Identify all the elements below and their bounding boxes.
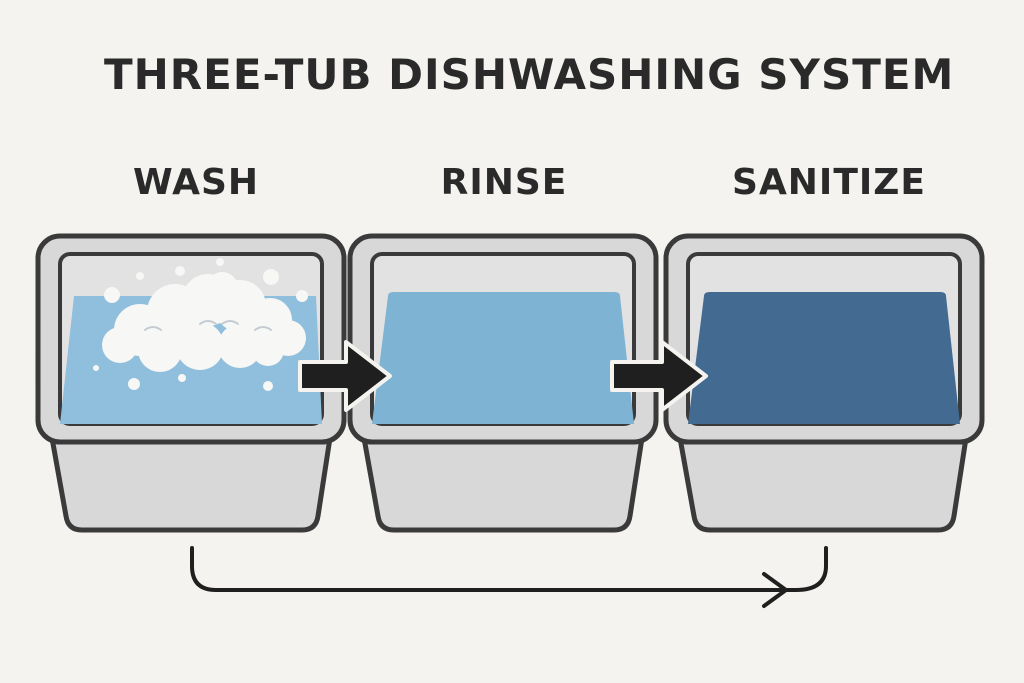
wash-suds bbox=[102, 272, 306, 372]
wash-suds-detail bbox=[144, 320, 272, 331]
right-arrow-icon bbox=[298, 340, 392, 412]
curved-return-arrow-icon bbox=[190, 546, 828, 608]
rinse-tub-lower-body bbox=[361, 435, 645, 533]
rinse-label: RINSE bbox=[440, 162, 568, 203]
sanitize-tub-lower-body bbox=[677, 435, 969, 533]
wash-label: WASH bbox=[132, 162, 259, 203]
wash-tub-lower-body bbox=[49, 435, 333, 533]
sanitize-tub bbox=[663, 233, 985, 533]
sanitize-label: SANITIZE bbox=[732, 162, 926, 203]
sanitize-water bbox=[688, 292, 960, 424]
wash-bubbles bbox=[93, 258, 308, 391]
rinse-tub bbox=[347, 233, 659, 533]
diagram-title: THREE-TUB DISHWASHING SYSTEM bbox=[104, 50, 955, 99]
right-arrow-icon bbox=[610, 340, 708, 412]
rinse-water bbox=[372, 292, 634, 424]
wash-tub bbox=[35, 233, 347, 533]
